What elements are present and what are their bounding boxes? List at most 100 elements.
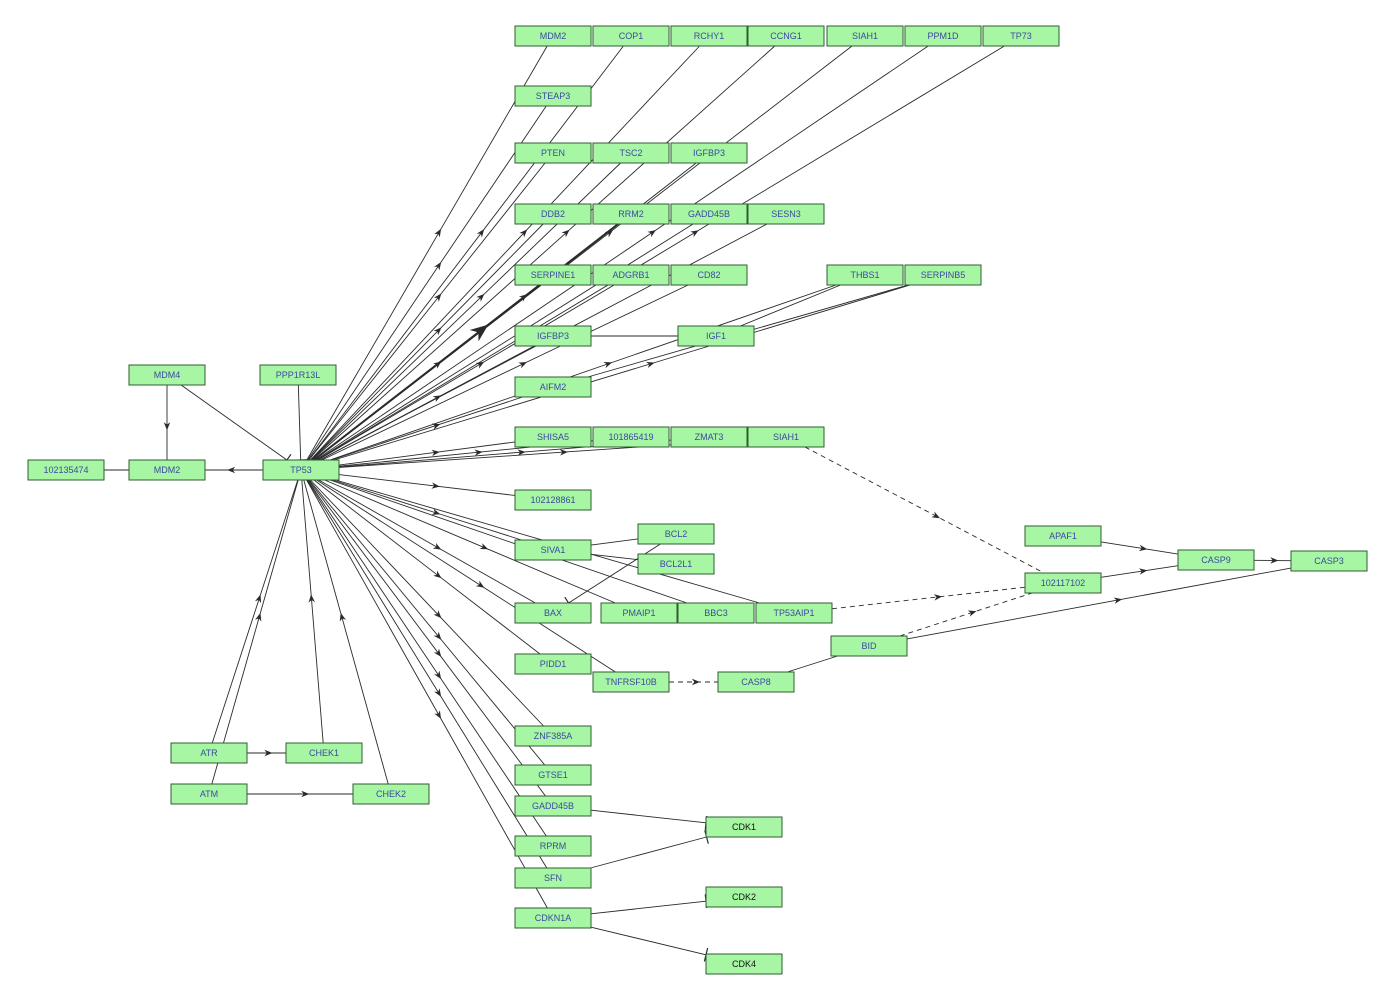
node-box — [637, 523, 715, 545]
node-casp3[interactable]: CASP3 — [1290, 550, 1368, 572]
node-shisa5[interactable]: SHISA5 — [514, 426, 592, 448]
node-bcl2l1[interactable]: BCL2L1 — [637, 553, 715, 575]
node-siah1-top[interactable]: SIAH1 — [826, 25, 904, 47]
node-label: BAX — [544, 608, 562, 618]
node-label: COP1 — [619, 31, 644, 41]
edge-tp53-to-ppm1d — [315, 45, 929, 461]
edge-atm-to-tp53 — [211, 479, 299, 785]
node-ppp1r13l[interactable]: PPP1R13L — [259, 364, 337, 386]
node-chek2[interactable]: CHEK2 — [352, 783, 430, 805]
node-box — [514, 653, 592, 675]
node-sfn[interactable]: SFN — [514, 867, 592, 889]
node-box — [670, 426, 748, 448]
node-aifm2[interactable]: AIFM2 — [514, 376, 592, 398]
edge-atr-to-tp53 — [211, 479, 299, 744]
node-mdm2[interactable]: MDM2 — [128, 459, 206, 481]
node-box — [755, 602, 833, 624]
node-gadd45b[interactable]: GADD45B — [514, 795, 592, 817]
edge-tp53-to-rprm — [307, 479, 547, 837]
node-101865419[interactable]: 101865419 — [592, 426, 670, 448]
edge-tp53-to-ddb2 — [310, 223, 544, 461]
node-box — [514, 907, 592, 929]
node-box — [514, 85, 592, 107]
node-cdk1[interactable]: CDK1 — [705, 816, 783, 838]
node-box — [592, 671, 670, 693]
node-steap3[interactable]: STEAP3 — [514, 85, 592, 107]
node-thbs1[interactable]: THBS1 — [826, 264, 904, 286]
node-rchy1[interactable]: RCHY1 — [670, 25, 748, 47]
node-cdkn1a[interactable]: CDKN1A — [514, 907, 592, 929]
edge-tp53-to-ccng1 — [311, 45, 776, 461]
node-102135474[interactable]: 102135474 — [27, 459, 105, 481]
node-igf1[interactable]: IGF1 — [677, 325, 755, 347]
node-tp73[interactable]: TP73 — [982, 25, 1060, 47]
node-bbc3[interactable]: BBC3 — [677, 602, 755, 624]
node-box — [677, 325, 755, 347]
node-igfbp3[interactable]: IGFBP3 — [514, 325, 592, 347]
node-adgrb1[interactable]: ADGRB1 — [592, 264, 670, 286]
node-label: SESN3 — [771, 209, 801, 219]
node-box — [677, 602, 755, 624]
node-sesn3[interactable]: SESN3 — [747, 203, 825, 225]
node-label: SIAH1 — [773, 432, 799, 442]
edge-tp53-to-pidd1 — [313, 479, 541, 655]
node-label: MDM2 — [154, 465, 181, 475]
node-label: RRM2 — [618, 209, 644, 219]
edge-sfn-to-cdk1 — [590, 830, 709, 869]
node-cdk4[interactable]: CDK4 — [705, 953, 783, 975]
node-cd82[interactable]: CD82 — [670, 264, 748, 286]
node-casp8[interactable]: CASP8 — [717, 671, 795, 693]
node-cop1[interactable]: COP1 — [592, 25, 670, 47]
node-box — [705, 816, 783, 838]
node-tp53[interactable]: TP53 — [262, 459, 340, 481]
node-zmat3[interactable]: ZMAT3 — [670, 426, 748, 448]
node-box — [705, 953, 783, 975]
node-serpine1[interactable]: SERPINE1 — [514, 264, 592, 286]
edge-tp53-to-gadd45b-top — [316, 223, 694, 461]
node-tsc2[interactable]: TSC2 — [592, 142, 670, 164]
node-tnfrsf10b[interactable]: TNFRSF10B — [592, 671, 670, 693]
node-mdm4[interactable]: MDM4 — [128, 364, 206, 386]
node-box — [27, 459, 105, 481]
node-znf385a[interactable]: ZNF385A — [514, 725, 592, 747]
node-label: 102135474 — [43, 465, 88, 475]
node-102128861[interactable]: 102128861 — [514, 489, 592, 511]
node-label: CDKN1A — [535, 913, 572, 923]
node-rrm2[interactable]: RRM2 — [592, 203, 670, 225]
node-siah1[interactable]: SIAH1 — [747, 426, 825, 448]
node-casp9[interactable]: CASP9 — [1177, 549, 1255, 571]
node-pidd1[interactable]: PIDD1 — [514, 653, 592, 675]
edge-tp53-to-cdkn1a — [306, 479, 548, 909]
node-pmaip1[interactable]: PMAIP1 — [600, 602, 678, 624]
node-siva1[interactable]: SIVA1 — [514, 539, 592, 561]
node-chek1[interactable]: CHEK1 — [285, 742, 363, 764]
node-ccng1[interactable]: CCNG1 — [747, 25, 825, 47]
node-102117102[interactable]: 102117102 — [1024, 572, 1102, 594]
node-igfbp3-top[interactable]: IGFBP3 — [670, 142, 748, 164]
node-bcl2[interactable]: BCL2 — [637, 523, 715, 545]
node-bid[interactable]: BID — [830, 635, 908, 657]
edge-casp8-to-bid — [787, 655, 838, 673]
edge-tp53-to-steap3 — [307, 105, 547, 461]
node-apaf1[interactable]: APAF1 — [1024, 525, 1102, 547]
node-box — [637, 553, 715, 575]
node-serpinb5[interactable]: SERPINB5 — [904, 264, 982, 286]
edge-tp53-to-shisa5 — [338, 441, 516, 466]
node-atm[interactable]: ATM — [170, 783, 248, 805]
node-label: DDB2 — [541, 209, 565, 219]
node-bax[interactable]: BAX — [514, 602, 592, 624]
node-box — [670, 25, 748, 47]
node-tp53aip1[interactable]: TP53AIP1 — [755, 602, 833, 624]
node-mdm2-top[interactable]: MDM2 — [514, 25, 592, 47]
node-pten[interactable]: PTEN — [514, 142, 592, 164]
node-box — [514, 539, 592, 561]
node-box — [514, 203, 592, 225]
node-gtse1[interactable]: GTSE1 — [514, 764, 592, 786]
node-cdk2[interactable]: CDK2 — [705, 886, 783, 908]
node-ddb2[interactable]: DDB2 — [514, 203, 592, 225]
node-box — [514, 835, 592, 857]
node-atr[interactable]: ATR — [170, 742, 248, 764]
node-gadd45b-top[interactable]: GADD45B — [670, 203, 748, 225]
node-rprm[interactable]: RPRM — [514, 835, 592, 857]
node-ppm1d[interactable]: PPM1D — [904, 25, 982, 47]
